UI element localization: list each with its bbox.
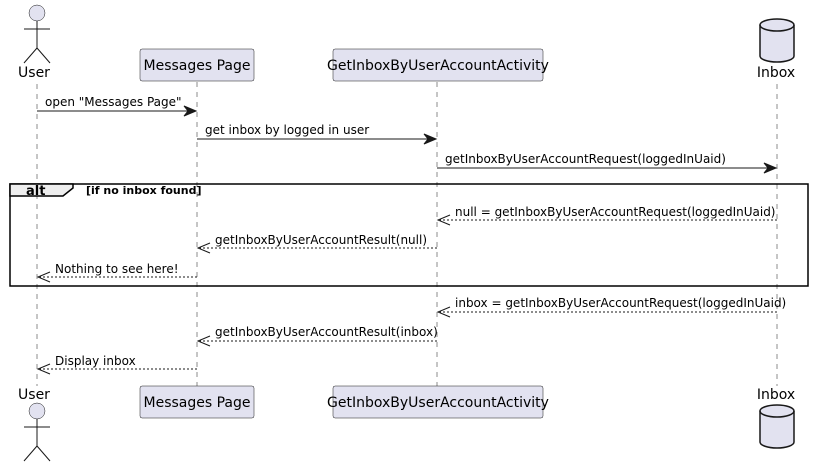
arrow-head-icon [436,214,451,226]
participant-activity-top: GetInboxByUserAccountActivity [327,48,549,82]
participant-box [139,48,255,82]
participant-messages-page-top: Messages Page [139,48,255,82]
message-6: Nothing to see here! [36,262,197,283]
alt-keyword: alt [26,184,45,199]
participant-box [332,385,544,419]
participant-box [139,385,255,419]
participant-label-activity-top: GetInboxByUserAccountActivity [327,58,549,74]
database-icon [759,404,795,449]
arrow-head-icon [196,335,211,347]
message-label: getInboxByUserAccountRequest(loggedInUai… [445,152,726,166]
participant-label-messages-page-bottom: Messages Page [144,395,251,411]
arrow-head-icon [436,306,451,318]
message-5: getInboxByUserAccountResult(null) [196,233,437,254]
arrow-head-icon [423,133,438,145]
message-1: open "Messages Page" [37,95,198,117]
message-label: null = getInboxByUserAccountRequest(logg… [455,205,776,219]
message-label: getInboxByUserAccountResult(null) [215,233,427,247]
database-icon [759,18,795,63]
actor-leg-left-icon [23,445,38,462]
database-rim-icon [759,410,795,418]
participant-box [332,48,544,82]
actor-user-bottom: User [18,387,51,462]
message-label: getInboxByUserAccountResult(inbox) [215,325,438,339]
message-label: open "Messages Page" [45,95,182,109]
message-8: getInboxByUserAccountResult(inbox) [196,325,438,347]
message-4: null = getInboxByUserAccountRequest(logg… [436,205,777,226]
arrow-head-icon [183,105,198,117]
message-2: get inbox by logged in user [197,123,438,145]
message-label: inbox = getInboxByUserAccountRequest(log… [455,296,786,310]
arrow-head-icon [36,271,51,283]
alt-frame [9,183,809,287]
message-9: Display inbox [36,354,197,375]
database-inbox-top: Inbox [757,18,795,81]
actor-user-top: User [18,4,51,81]
database-rim-icon [759,24,795,32]
alt-guard: [if no inbox found] [86,184,202,197]
arrow-head-icon [36,363,51,375]
actor-head-icon [28,4,46,22]
actor-label-user-top: User [18,65,50,81]
participant-messages-page-bottom: Messages Page [139,385,255,419]
actor-head-icon [28,402,46,420]
participant-label-activity-bottom: GetInboxByUserAccountActivity [327,395,549,411]
database-inbox-bottom: Inbox [757,387,795,449]
actor-leg-right-icon [36,47,51,64]
message-label: Nothing to see here! [55,262,179,276]
message-label: get inbox by logged in user [205,123,369,137]
participant-activity-bottom: GetInboxByUserAccountActivity [327,385,549,419]
actor-leg-left-icon [23,47,38,64]
arrow-head-icon [196,242,211,254]
database-label-inbox-bottom: Inbox [757,387,795,403]
alt-tab [9,183,74,197]
database-label-inbox-top: Inbox [757,65,795,81]
alt-fragment: alt [if no inbox found] [9,183,809,287]
actor-leg-right-icon [36,445,51,462]
participant-label-messages-page-top: Messages Page [144,58,251,74]
message-3: getInboxByUserAccountRequest(loggedInUai… [437,152,778,174]
message-label: Display inbox [55,354,136,368]
actor-label-user-bottom: User [18,387,50,403]
arrow-head-icon [763,162,778,174]
message-7: inbox = getInboxByUserAccountRequest(log… [436,296,786,318]
